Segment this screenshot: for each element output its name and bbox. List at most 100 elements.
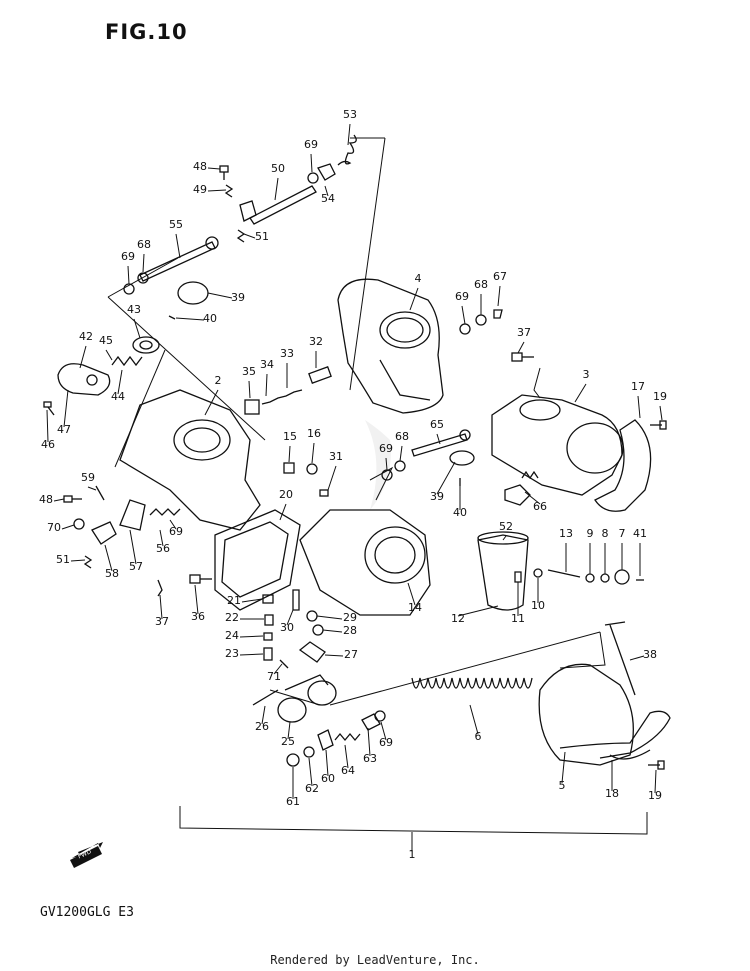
callout-number: 7 xyxy=(619,527,626,540)
part-46-screw xyxy=(43,401,55,416)
callout-4: 4 xyxy=(409,272,422,311)
callout-leader-line xyxy=(517,341,525,354)
part-20-gasket xyxy=(214,509,301,611)
part-27-float-pin xyxy=(298,610,326,663)
callout-leader-line xyxy=(265,373,268,397)
callout-69: 69 xyxy=(304,138,318,173)
callout-leader-line xyxy=(380,721,387,741)
callout-number: 69 xyxy=(379,736,393,749)
callout-leader-line xyxy=(159,594,163,620)
callout-number: 15 xyxy=(283,430,297,443)
callout-leader-line xyxy=(204,389,219,416)
callout-number: 45 xyxy=(99,334,113,347)
callout-15: 15 xyxy=(283,430,297,463)
part-64-spring xyxy=(334,710,386,742)
callout-65: 65 xyxy=(430,418,444,445)
callout-number: 41 xyxy=(633,527,647,540)
callout-leader-line xyxy=(409,287,419,311)
callout-number: 58 xyxy=(105,567,119,580)
callout-12: 12 xyxy=(451,605,499,625)
callout-number: 35 xyxy=(242,365,256,378)
callout-37: 37 xyxy=(155,594,169,628)
callout-number: 1 xyxy=(409,848,416,861)
callout-leader-line xyxy=(322,629,343,633)
callout-leader-line xyxy=(53,498,65,502)
callout-leader-line xyxy=(79,345,87,369)
callout-27: 27 xyxy=(324,648,358,661)
part-26-pin xyxy=(252,689,279,706)
callout-number: 8 xyxy=(602,527,609,540)
callout-leader-line xyxy=(367,727,371,757)
part-13-screw xyxy=(547,569,581,578)
callout-leader-line xyxy=(127,265,130,285)
callout-10: 10 xyxy=(531,578,545,612)
callout-number: 62 xyxy=(305,782,319,795)
callout-leader-line xyxy=(288,445,291,463)
part-66-spring xyxy=(504,470,539,506)
part-2-carburetor xyxy=(119,389,261,531)
callout-49: 49 xyxy=(193,183,227,196)
callout-number: 67 xyxy=(493,270,507,283)
callout-69: 69 xyxy=(169,519,183,538)
callout-50: 50 xyxy=(271,162,285,201)
callout-number: 40 xyxy=(203,312,217,325)
callout-number: 51 xyxy=(56,553,70,566)
callout-leader-line xyxy=(261,705,266,725)
callout-leader-line xyxy=(87,486,97,491)
callout-leader-line xyxy=(207,189,227,192)
callout-leader-line xyxy=(385,457,388,471)
callout-number: 46 xyxy=(41,438,55,451)
callout-number: 6 xyxy=(475,730,482,743)
callout-number: 25 xyxy=(281,735,295,748)
callout-31: 31 xyxy=(327,450,343,491)
callout-number: 5 xyxy=(559,779,566,792)
callout-number: 71 xyxy=(267,670,281,683)
callout-number: 40 xyxy=(453,506,467,519)
callout-63: 63 xyxy=(363,727,377,765)
callout-leader-line xyxy=(629,655,645,661)
callout-46: 46 xyxy=(41,409,55,451)
callout-number: 43 xyxy=(127,303,141,316)
part-31-screw xyxy=(319,489,329,497)
callout-number: 26 xyxy=(255,720,269,733)
callout-number: 49 xyxy=(193,183,207,196)
callout-leader-line xyxy=(399,445,403,462)
callout-19: 19 xyxy=(653,390,667,421)
callout-33: 33 xyxy=(280,347,294,388)
callout-53: 53 xyxy=(343,108,357,146)
callout-leader-line xyxy=(659,405,663,421)
callout-leader-line xyxy=(117,369,123,395)
callout-37: 37 xyxy=(517,326,531,354)
figure-title: FIG.10 xyxy=(105,20,188,44)
part-37-screw xyxy=(511,352,534,362)
callout-44: 44 xyxy=(111,369,125,403)
callout-leader-line xyxy=(325,749,329,777)
callout-leader-line xyxy=(637,395,641,419)
part-59-spring xyxy=(63,485,105,530)
callout-8: 8 xyxy=(602,527,609,574)
callout-number: 69 xyxy=(379,442,393,455)
callout-leader-line xyxy=(311,442,315,464)
callout-3: 3 xyxy=(574,368,590,403)
callout-68: 68 xyxy=(474,278,488,315)
callout-leader-line xyxy=(104,544,113,572)
callout-number: 48 xyxy=(193,160,207,173)
callout-leader-line xyxy=(175,233,181,259)
part-51-spring xyxy=(83,555,93,569)
callout-leader-line xyxy=(169,519,177,530)
callout-leader-line xyxy=(436,461,456,495)
callout-17: 17 xyxy=(631,380,645,419)
callout-leader-line xyxy=(243,233,256,239)
guide-lines xyxy=(107,137,648,835)
callout-leader-line xyxy=(70,559,86,562)
callout-25: 25 xyxy=(281,721,295,748)
model-code: GV1200GLG E3 xyxy=(40,905,134,920)
callout-number: 9 xyxy=(587,527,594,540)
callout-number: 21 xyxy=(227,594,241,607)
callout-number: 69 xyxy=(304,138,318,151)
callout-60: 60 xyxy=(321,749,335,785)
callout-number: 52 xyxy=(499,520,513,533)
callout-68: 68 xyxy=(395,430,409,462)
callout-number: 17 xyxy=(631,380,645,393)
callout-7: 7 xyxy=(619,527,626,570)
